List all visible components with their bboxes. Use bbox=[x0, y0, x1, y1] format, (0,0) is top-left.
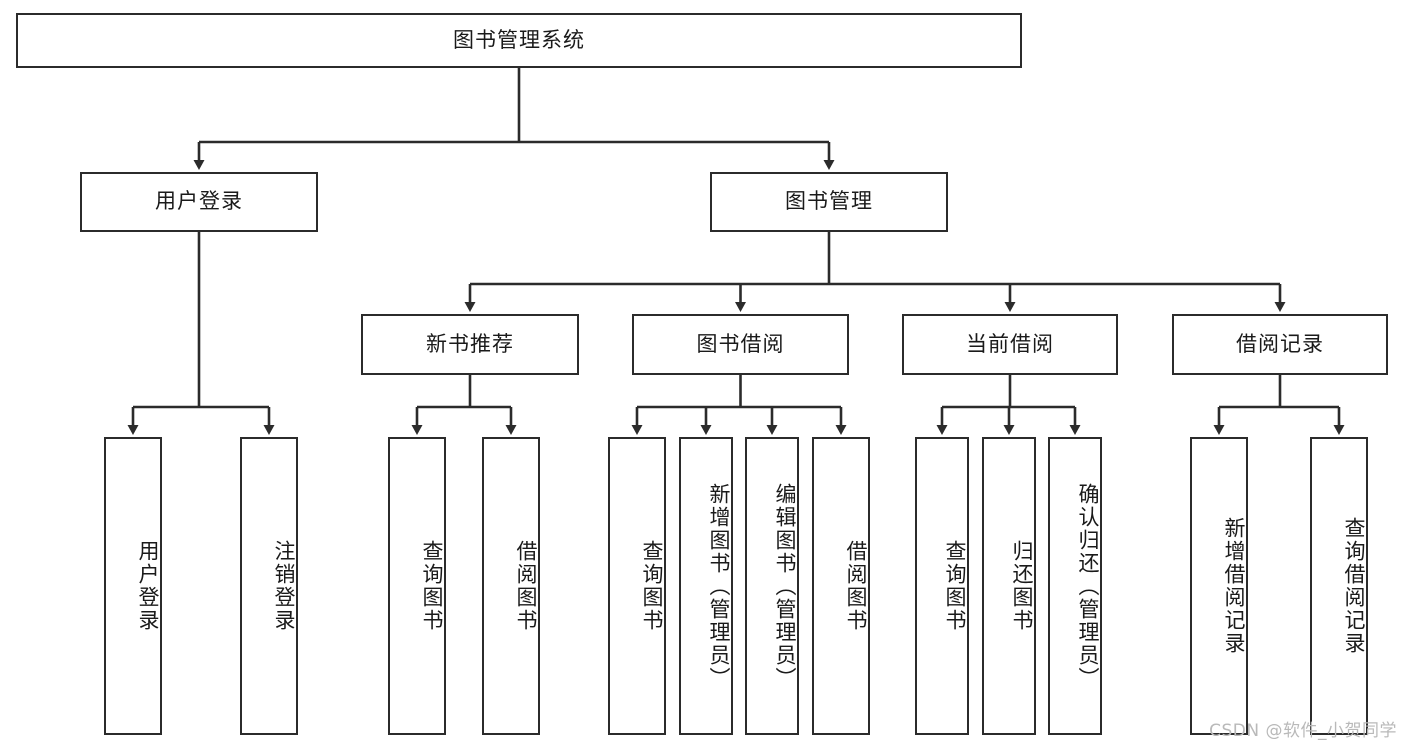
leaf-query-book-recommend[interactable]: 查询图书 bbox=[388, 437, 446, 735]
node-root[interactable]: 图书管理系统 bbox=[16, 13, 1022, 68]
leaf-confirm-return-admin[interactable]: 确认归还（管理员） bbox=[1048, 437, 1102, 735]
leaf-logout-label: 注销登录 bbox=[272, 540, 296, 632]
leaf-edit-book-admin-label: 编辑图书（管理员） bbox=[773, 482, 797, 690]
leaf-query-book-current[interactable]: 查询图书 bbox=[915, 437, 969, 735]
leaf-add-book-admin-label: 新增图书（管理员） bbox=[707, 482, 731, 690]
leaf-logout[interactable]: 注销登录 bbox=[240, 437, 298, 735]
leaf-borrow-book[interactable]: 借阅图书 bbox=[812, 437, 870, 735]
leaf-user-login-label: 用户登录 bbox=[136, 540, 160, 632]
node-borrow-records[interactable]: 借阅记录 bbox=[1172, 314, 1388, 375]
node-new-book-recommend-label: 新书推荐 bbox=[426, 331, 514, 356]
leaf-borrow-book-label: 借阅图书 bbox=[844, 540, 868, 632]
node-user-login[interactable]: 用户登录 bbox=[80, 172, 318, 232]
node-book-borrow[interactable]: 图书借阅 bbox=[632, 314, 849, 375]
leaf-query-book-recommend-label: 查询图书 bbox=[420, 540, 444, 632]
leaf-query-book[interactable]: 查询图书 bbox=[608, 437, 666, 735]
leaf-add-borrow-record-label: 新增借阅记录 bbox=[1222, 517, 1246, 655]
leaf-query-borrow-record[interactable]: 查询借阅记录 bbox=[1310, 437, 1368, 735]
node-borrow-records-label: 借阅记录 bbox=[1236, 331, 1324, 356]
leaf-return-book-label: 归还图书 bbox=[1010, 540, 1034, 632]
leaf-borrow-book-recommend[interactable]: 借阅图书 bbox=[482, 437, 540, 735]
node-root-label: 图书管理系统 bbox=[453, 27, 585, 52]
node-user-login-label: 用户登录 bbox=[155, 189, 243, 214]
node-new-book-recommend[interactable]: 新书推荐 bbox=[361, 314, 579, 375]
leaf-confirm-return-admin-label: 确认归还（管理员） bbox=[1076, 482, 1100, 690]
node-current-borrow[interactable]: 当前借阅 bbox=[902, 314, 1118, 375]
leaf-add-borrow-record[interactable]: 新增借阅记录 bbox=[1190, 437, 1248, 735]
leaf-return-book[interactable]: 归还图书 bbox=[982, 437, 1036, 735]
leaf-query-borrow-record-label: 查询借阅记录 bbox=[1342, 517, 1366, 655]
node-current-borrow-label: 当前借阅 bbox=[966, 331, 1054, 356]
leaf-add-book-admin[interactable]: 新增图书（管理员） bbox=[679, 437, 733, 735]
node-book-borrow-label: 图书借阅 bbox=[696, 331, 785, 356]
watermark-text: CSDN @软件_小贺同学 bbox=[1209, 721, 1397, 741]
node-book-management-label: 图书管理 bbox=[785, 189, 873, 214]
leaf-borrow-book-recommend-label: 借阅图书 bbox=[514, 540, 538, 632]
leaf-user-login[interactable]: 用户登录 bbox=[104, 437, 162, 735]
leaf-query-book-label: 查询图书 bbox=[640, 540, 664, 632]
node-book-management[interactable]: 图书管理 bbox=[710, 172, 948, 232]
leaf-edit-book-admin[interactable]: 编辑图书（管理员） bbox=[745, 437, 799, 735]
leaf-query-book-current-label: 查询图书 bbox=[943, 540, 967, 632]
